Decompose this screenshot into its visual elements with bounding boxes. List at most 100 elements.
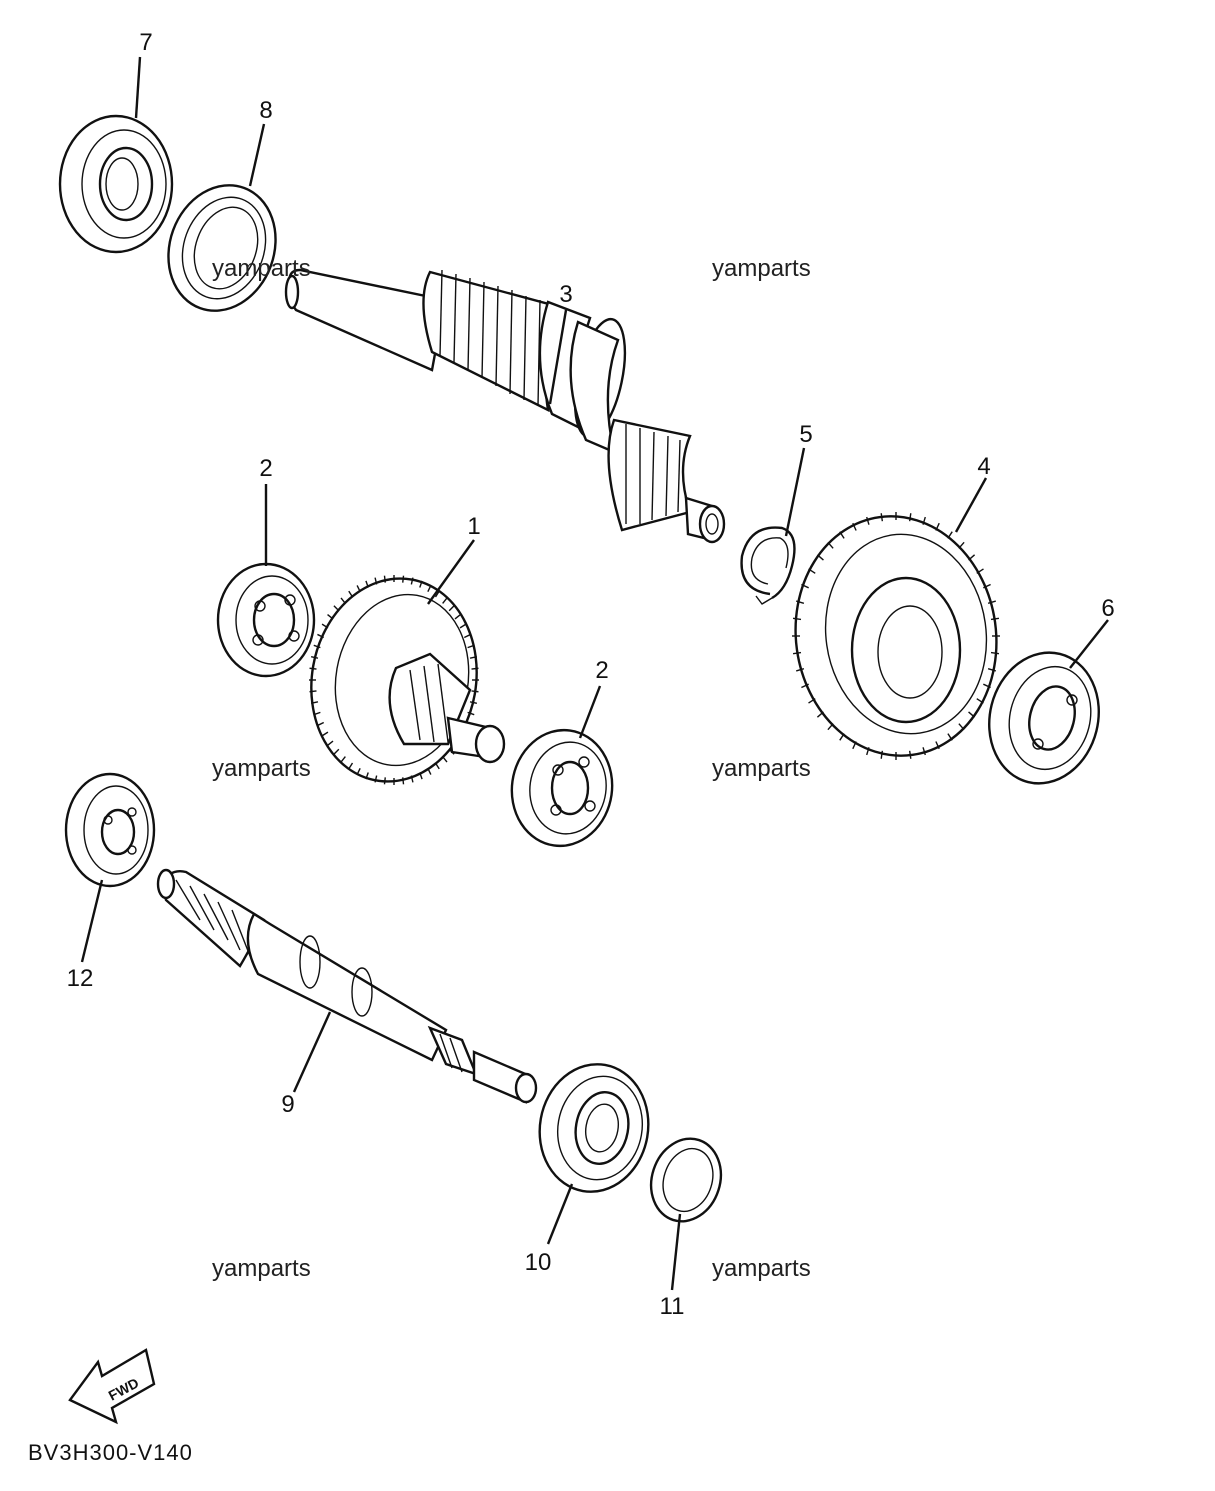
gear-tooth <box>908 513 912 522</box>
watermark: yamparts <box>212 1255 311 1282</box>
gear-tooth <box>374 577 378 585</box>
gear-tooth <box>976 698 984 704</box>
gear-tooth <box>827 723 834 731</box>
gear-tooth <box>317 633 325 639</box>
watermark: yamparts <box>712 755 811 782</box>
gear-tooth <box>313 711 321 716</box>
gear-tooth <box>383 777 386 785</box>
callout-10: 10 <box>525 1249 552 1276</box>
part-11-oil-seal <box>649 1137 723 1223</box>
gear-tooth <box>321 731 329 737</box>
callout-11: 11 <box>660 1293 685 1320</box>
part-5-circlip <box>740 526 796 605</box>
part-6-bearing <box>988 651 1100 785</box>
gear-tooth <box>310 655 319 659</box>
gear-tooth <box>990 617 1000 621</box>
leader-10 <box>546 1183 574 1245</box>
callout-1: 1 <box>467 513 480 540</box>
gear-tooth <box>839 531 845 539</box>
gear-tooth <box>333 605 340 612</box>
fwd-arrow-icon: FWD <box>68 1348 156 1425</box>
gear-tooth <box>419 772 423 780</box>
callout-6: 6 <box>1101 595 1114 622</box>
gear-tooth <box>796 668 805 672</box>
watermark: yamparts <box>712 1255 811 1282</box>
gear-tooth <box>356 585 361 593</box>
watermark: yamparts <box>212 755 311 782</box>
callout-4: 4 <box>977 453 990 480</box>
gear-tooth <box>427 585 432 593</box>
gear-tooth <box>309 690 317 693</box>
part-2-bearing-b <box>510 728 614 848</box>
gear-tooth <box>471 690 479 693</box>
gear-tooth <box>816 554 824 561</box>
callout-9: 9 <box>281 1091 294 1118</box>
gear-tooth <box>365 772 369 780</box>
leader-12 <box>80 879 104 963</box>
gear-tooth <box>968 554 976 561</box>
gear-tooth <box>983 583 991 589</box>
gear-tooth <box>947 531 953 539</box>
callout-8: 8 <box>259 97 272 124</box>
part-7-bearing <box>58 114 174 254</box>
part-1-gear <box>309 575 506 785</box>
leader-9 <box>292 1011 332 1093</box>
gear-tooth <box>327 740 334 747</box>
gear-tooth <box>383 575 386 583</box>
gear-tooth <box>467 644 475 649</box>
gear-tooth <box>968 711 976 718</box>
part-4-gear <box>792 512 1000 760</box>
gear-tooth <box>402 777 405 785</box>
gear-tooth <box>839 733 845 741</box>
gear-tooth <box>442 756 448 763</box>
gear-tooth <box>410 577 414 585</box>
part-12-bearing <box>64 772 156 888</box>
watermark: yamparts <box>212 255 311 282</box>
gear-tooth <box>434 590 440 598</box>
part-3-shaft <box>284 268 726 544</box>
gear-tooth <box>792 617 802 621</box>
callout-2a: 2 <box>259 455 272 482</box>
gear-tooth <box>374 775 378 783</box>
gear-tooth <box>987 600 996 604</box>
gear-tooth <box>310 701 319 705</box>
gear-tooth <box>908 750 912 759</box>
gear-tooth <box>947 733 953 741</box>
gear-tooth <box>958 723 965 731</box>
gear-tooth <box>469 655 478 659</box>
gear-tooth <box>471 667 479 670</box>
gear-tooth <box>852 741 857 750</box>
gear-tooth <box>796 600 805 604</box>
gear-tooth <box>365 580 369 588</box>
gear-tooth <box>880 513 884 522</box>
gear-tooth <box>827 541 834 549</box>
gear-tooth <box>983 683 991 689</box>
leader-4 <box>954 477 988 533</box>
gear-tooth <box>866 747 870 756</box>
callout-3: 3 <box>559 281 572 308</box>
part-10-bearing <box>538 1063 650 1193</box>
gear-tooth <box>866 516 870 525</box>
gear-tooth <box>340 597 346 604</box>
callout-12: 12 <box>67 965 94 992</box>
gear-tooth <box>333 748 340 755</box>
gear-tooth <box>958 541 965 549</box>
diagram-code: BV3H300-V140 <box>28 1440 193 1465</box>
part-9-shaft <box>156 868 538 1104</box>
gear-tooth <box>348 762 354 770</box>
gear-tooth <box>922 747 926 756</box>
gear-tooth <box>880 750 884 759</box>
leader-8 <box>248 123 266 187</box>
callout-7: 7 <box>139 29 152 56</box>
gear-tooth <box>459 623 467 629</box>
gear-tooth <box>935 741 940 750</box>
gear-tooth <box>469 701 478 705</box>
gear-tooth <box>327 613 334 620</box>
gear-tooth <box>448 605 455 612</box>
gear-tooth <box>976 568 984 574</box>
callout-2b: 2 <box>595 657 608 684</box>
leader-11 <box>670 1213 682 1291</box>
gear-tooth <box>434 762 440 770</box>
part-2-bearing-a <box>216 562 316 678</box>
